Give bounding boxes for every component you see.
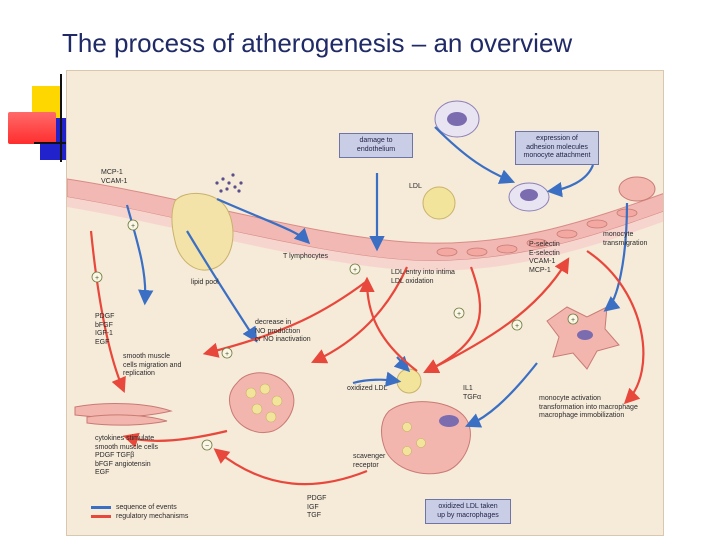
intima-band	[67, 197, 663, 271]
svg-text:+: +	[571, 317, 575, 324]
svg-text:+: +	[95, 275, 99, 282]
endothelial-nuclei	[436, 208, 638, 257]
legend-item-regulatory: regulatory mechanisms	[91, 512, 188, 521]
label-oxidized-ldl: oxidized LDL	[347, 385, 388, 392]
decorative-vertical-line	[60, 74, 62, 162]
svg-text:+: +	[353, 267, 357, 274]
legend-text-sequence: sequence of events	[116, 504, 177, 511]
svg-text:+: +	[131, 223, 135, 230]
label-lipid-pool: lipid pool	[191, 279, 219, 286]
svg-text:+: +	[515, 323, 519, 330]
label-pdgf-igf-tgf: PDGF IGF TGF	[307, 495, 327, 519]
label-mcp-vcam: MCP-1 VCAM-1	[101, 169, 128, 185]
foam-cell-left	[228, 372, 295, 433]
label-scavenger: scavenger receptor	[353, 453, 386, 469]
decorative-horizontal-line	[34, 142, 68, 144]
transmigrating-monocyte	[618, 176, 656, 202]
label-growth-factors: PDGF bFGF IGF-1 EGF	[95, 313, 115, 346]
legend-swatch-regulatory	[91, 515, 111, 518]
endothelium-band	[67, 178, 663, 262]
label-no-decrease: decrease in NO production or NO inactiva…	[255, 319, 311, 343]
decorative-red-bar	[8, 112, 56, 144]
plaque-dots	[215, 173, 243, 193]
svg-text:−: −	[205, 443, 209, 450]
damage-box: damage to endothelium	[339, 133, 413, 158]
sequence-arrows	[125, 126, 629, 428]
label-il1-tgf: IL1 TGFα	[463, 385, 482, 401]
diagram-graphics: + + + + + + + −	[67, 100, 663, 486]
label-ldl-entry: LDL entry into intima LDL oxidation	[391, 269, 455, 285]
label-ldl: LDL	[409, 183, 422, 190]
oxidized-ldl-box: oxidized LDL taken up by macrophages	[425, 499, 511, 524]
regulation-markers	[91, 219, 579, 451]
legend-item-sequence: sequence of events	[91, 503, 188, 512]
oxidized-ldl-particle	[396, 368, 422, 394]
lipid-pool	[171, 192, 234, 271]
label-t-lymphocytes: T lymphocytes	[283, 253, 328, 260]
ldl-particle	[422, 186, 456, 220]
label-monocyte-transmigration: monocyte transmigration	[603, 231, 648, 247]
label-cytokines: cytokines stimulate smooth muscle cells …	[95, 435, 159, 476]
regulatory-arrows	[89, 230, 645, 486]
svg-text:+: +	[225, 351, 229, 358]
legend-swatch-sequence	[91, 506, 111, 509]
legend-text-regulatory: regulatory mechanisms	[116, 513, 189, 520]
macrophage	[381, 401, 471, 475]
slide-title: The process of atherogenesis – an overvi…	[62, 28, 573, 58]
label-selectins: P-selectin E-selectin VCAM-1 MCP-1	[529, 241, 560, 274]
label-smooth-muscle: smooth muscle cells migration and replic…	[123, 353, 182, 377]
atherogenesis-figure: + + + + + + + − damage to endothelium express…	[66, 70, 664, 536]
label-monocyte-activation: monocyte activation transformation into …	[539, 395, 638, 419]
legend: sequence of events regulatory mechanisms	[91, 503, 188, 521]
svg-text:+: +	[457, 311, 461, 318]
expression-box: expression of adhesion molecules monocyt…	[515, 131, 599, 165]
